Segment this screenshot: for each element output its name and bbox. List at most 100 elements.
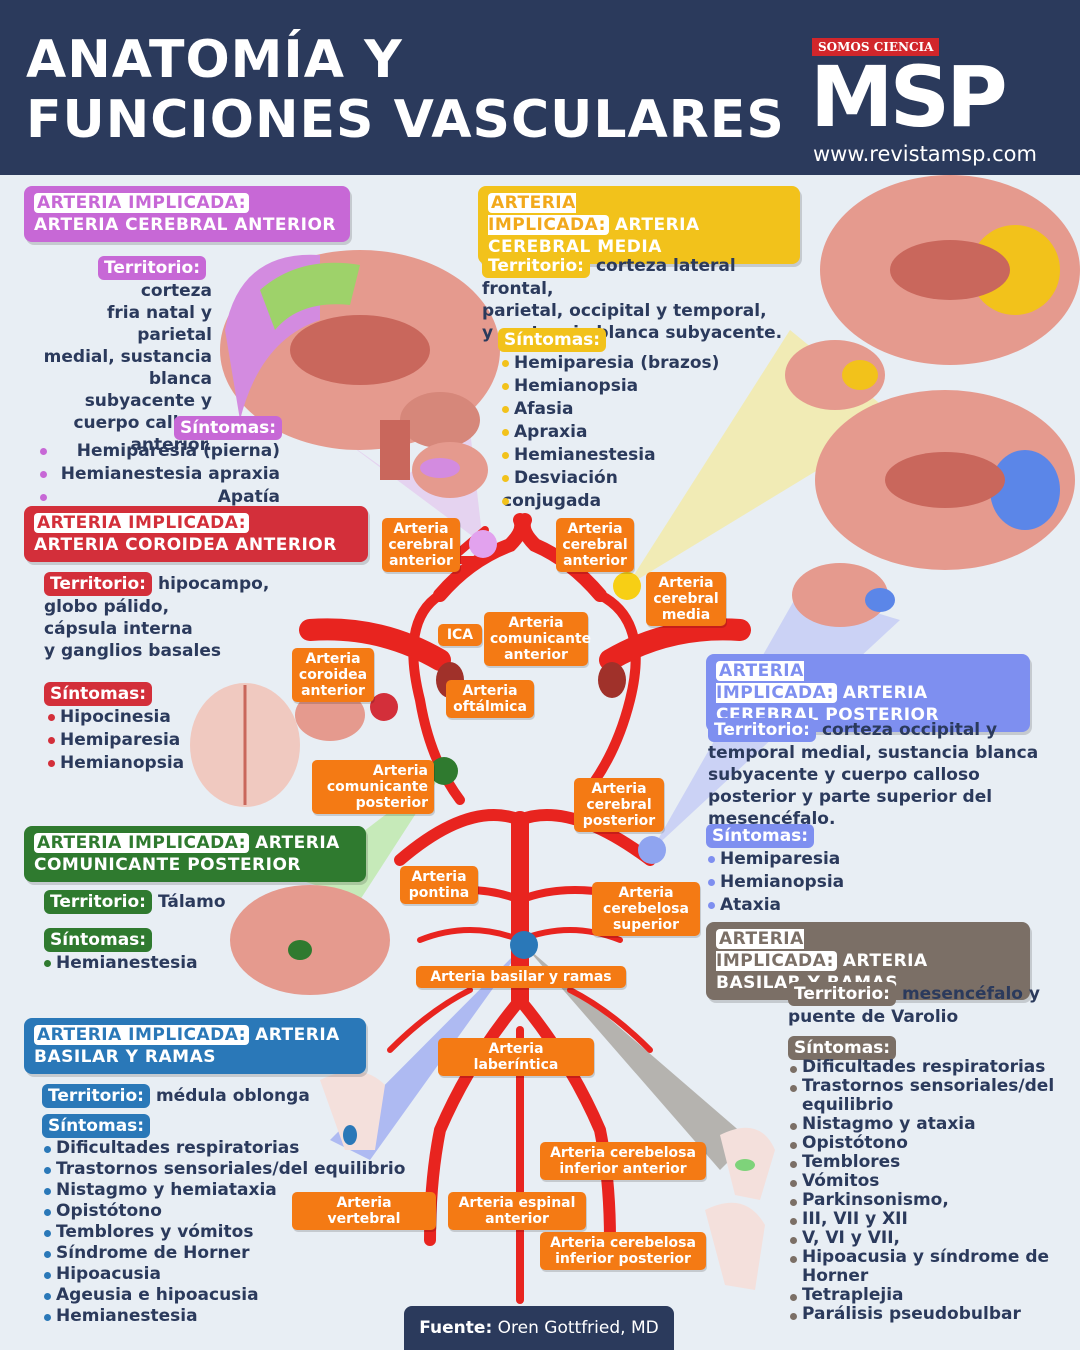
aca-territory-line: corteza	[140, 281, 212, 301]
label-labyrinthine: Arteria laberíntica	[438, 1038, 594, 1076]
basilar-left-heading: ARTERIA IMPLICADA:ARTERIA BASILAR Y RAMA…	[24, 1018, 366, 1074]
symptom-item: Trastornos sensoriales/del equilibrio	[44, 1159, 424, 1180]
label-line: anterior	[485, 1211, 549, 1227]
brain-mca-illustration	[820, 175, 1080, 365]
symptom-item-continuation: equilibrio	[802, 1095, 894, 1115]
pca-territory-line: corteza occipital y	[821, 720, 998, 740]
label-line: cerebral	[388, 537, 454, 553]
brainstem-right-illustration	[705, 1127, 775, 1290]
achor-territory-line: y ganglios basales	[44, 641, 221, 661]
basilar-right-symptoms: Dificultades respiratorias Trastornos se…	[790, 1058, 1075, 1324]
label-line: cerebral	[586, 797, 652, 813]
pcom-territory-label: Territorio:	[44, 890, 152, 914]
aca-artery: ARTERIA CEREBRAL ANTERIOR	[34, 215, 336, 235]
label-line: Arteria	[567, 521, 623, 537]
aca-tag: ARTERIA IMPLICADA:	[34, 193, 250, 213]
symptom-item: Ageusia e hipoacusia	[44, 1285, 424, 1306]
symptom-item: Temblores y vómitos	[44, 1222, 424, 1243]
symptom-item: Dificultades respiratorias	[44, 1138, 424, 1159]
basilar-left-tag: ARTERIA IMPLICADA:	[34, 1025, 250, 1045]
label-line: anterior	[504, 647, 568, 663]
achor-symptoms: Hipocinesia Hemiparesia Hemianopsia	[48, 706, 208, 775]
basilar-right-artery-line1: ARTERIA	[842, 951, 928, 971]
basilar-left-territory-label: Territorio:	[42, 1084, 150, 1108]
brain-aca-illustration	[220, 250, 500, 480]
pcom-tag: ARTERIA IMPLICADA:	[34, 833, 250, 853]
marker-achor	[370, 693, 398, 721]
achor-territory-line: hipocampo,	[157, 574, 270, 594]
achor-artery: ARTERIA COROIDEA ANTERIOR	[34, 535, 337, 555]
symptom-item: Afasia	[502, 398, 742, 421]
label-line: cerebral	[653, 591, 719, 607]
aca-territory: Territorio:corteza fria natal y parietal…	[28, 256, 212, 456]
label-line: oftálmica	[453, 699, 527, 715]
label-line: Arteria	[591, 781, 647, 797]
beam-basilar-right	[524, 945, 750, 1170]
aca-symptoms-label-wrap: Síntomas:	[174, 416, 283, 440]
aca-territory-line: medial, sustancia	[43, 347, 212, 367]
achor-symptoms-label-wrap: Síntomas:	[44, 682, 153, 706]
pca-territory-line: temporal medial, sustancia blanca	[708, 743, 1039, 763]
source-credit: Fuente: Oren Gottfried, MD	[404, 1306, 674, 1350]
marker-pca	[638, 836, 666, 864]
basilar-left-territory: Territorio:médula oblonga	[42, 1084, 310, 1108]
label-line: Arteria basilar y ramas	[430, 969, 612, 985]
symptom-item: Apraxia	[502, 421, 742, 444]
basilar-right-symptoms-label: Síntomas:	[788, 1036, 897, 1060]
label-ica: ICA	[438, 624, 482, 646]
msp-logo: MSP	[810, 48, 1008, 146]
label-line: Arteria	[305, 651, 361, 667]
basilar-left-symptoms-label: Síntomas:	[42, 1114, 151, 1138]
symptom-item-continuation: Horner	[802, 1266, 869, 1286]
label-line: Arteria cerebelosa	[550, 1145, 696, 1161]
aca-territory-line: anterior.	[130, 435, 212, 455]
pcom-territory-value: Tálamo	[157, 892, 226, 912]
basilar-left-artery-line1: ARTERIA	[255, 1025, 340, 1045]
title-line-1: ANATOMÍA Y	[26, 30, 403, 90]
symptom-item: Tetraplejia	[790, 1286, 1075, 1305]
symptom-item: Hemianopsia	[48, 752, 208, 775]
pcom-artery-line1: ARTERIA	[255, 833, 340, 853]
marker-basilar	[510, 931, 538, 959]
label-line: posterior	[355, 795, 428, 811]
achor-territory-line: globo pálido,	[44, 597, 170, 617]
marker-aca	[469, 530, 497, 558]
symptom-item: Hemianopsia	[708, 871, 908, 894]
pcom-symptoms-label-wrap: Síntomas:	[44, 928, 153, 952]
symptom-item: Hemiparesia (pierna)	[40, 440, 280, 463]
pcom-symptoms-label: Síntomas:	[44, 928, 153, 952]
aca-symptoms-label: Síntomas:	[174, 416, 283, 440]
symptom-item: Hipoacusia	[44, 1264, 424, 1285]
mca-territory-label: Territorio:	[482, 254, 590, 278]
pca-symptoms: Hemiparesia Hemianopsia Ataxia	[708, 848, 908, 917]
pca-symptoms-label-wrap: Síntomas:	[706, 824, 815, 848]
label-line: media	[661, 607, 711, 623]
label-line: pontina	[408, 885, 470, 901]
mca-artery-line2: CEREBRAL MEDIA	[488, 237, 662, 257]
symptom-item: Hemiparesia (brazos)	[502, 352, 742, 375]
pca-territory-line: posterior y parte superior del	[708, 787, 993, 807]
label-basilar: Arteria basilar y ramas	[416, 966, 626, 988]
pcom-territory: Territorio:Tálamo	[44, 890, 226, 914]
achor-territory-line: cápsula interna	[44, 619, 193, 639]
marker-pcom	[430, 757, 458, 785]
label-line: superior	[612, 917, 680, 933]
pcom-heading: ARTERIA IMPLICADA:ARTERIA COMUNICANTE PO…	[24, 826, 366, 882]
symptom-item: Desviación	[502, 467, 742, 490]
brain-pca-small	[792, 563, 895, 627]
pcom-symptoms: Hemianestesia	[44, 952, 244, 975]
pcom-artery-line2: COMUNICANTE POSTERIOR	[34, 855, 302, 875]
logo-tagline: SOMOS CIENCIA	[812, 38, 940, 56]
aca-territory-label: Territorio:	[98, 256, 206, 280]
label-line: Arteria	[462, 683, 518, 699]
basilar-left-territory-value: médula oblonga	[155, 1086, 310, 1106]
label-line: coroidea	[298, 667, 368, 683]
label-vertebral: Arteria vertebral	[292, 1192, 436, 1230]
basilar-right-symptoms-label-wrap: Síntomas:	[788, 1036, 897, 1060]
mca-territory-line: corteza lateral frontal,	[482, 256, 736, 299]
label-line: inferior posterior	[555, 1251, 691, 1267]
website-url[interactable]: www.revistamsp.com	[813, 142, 1037, 166]
